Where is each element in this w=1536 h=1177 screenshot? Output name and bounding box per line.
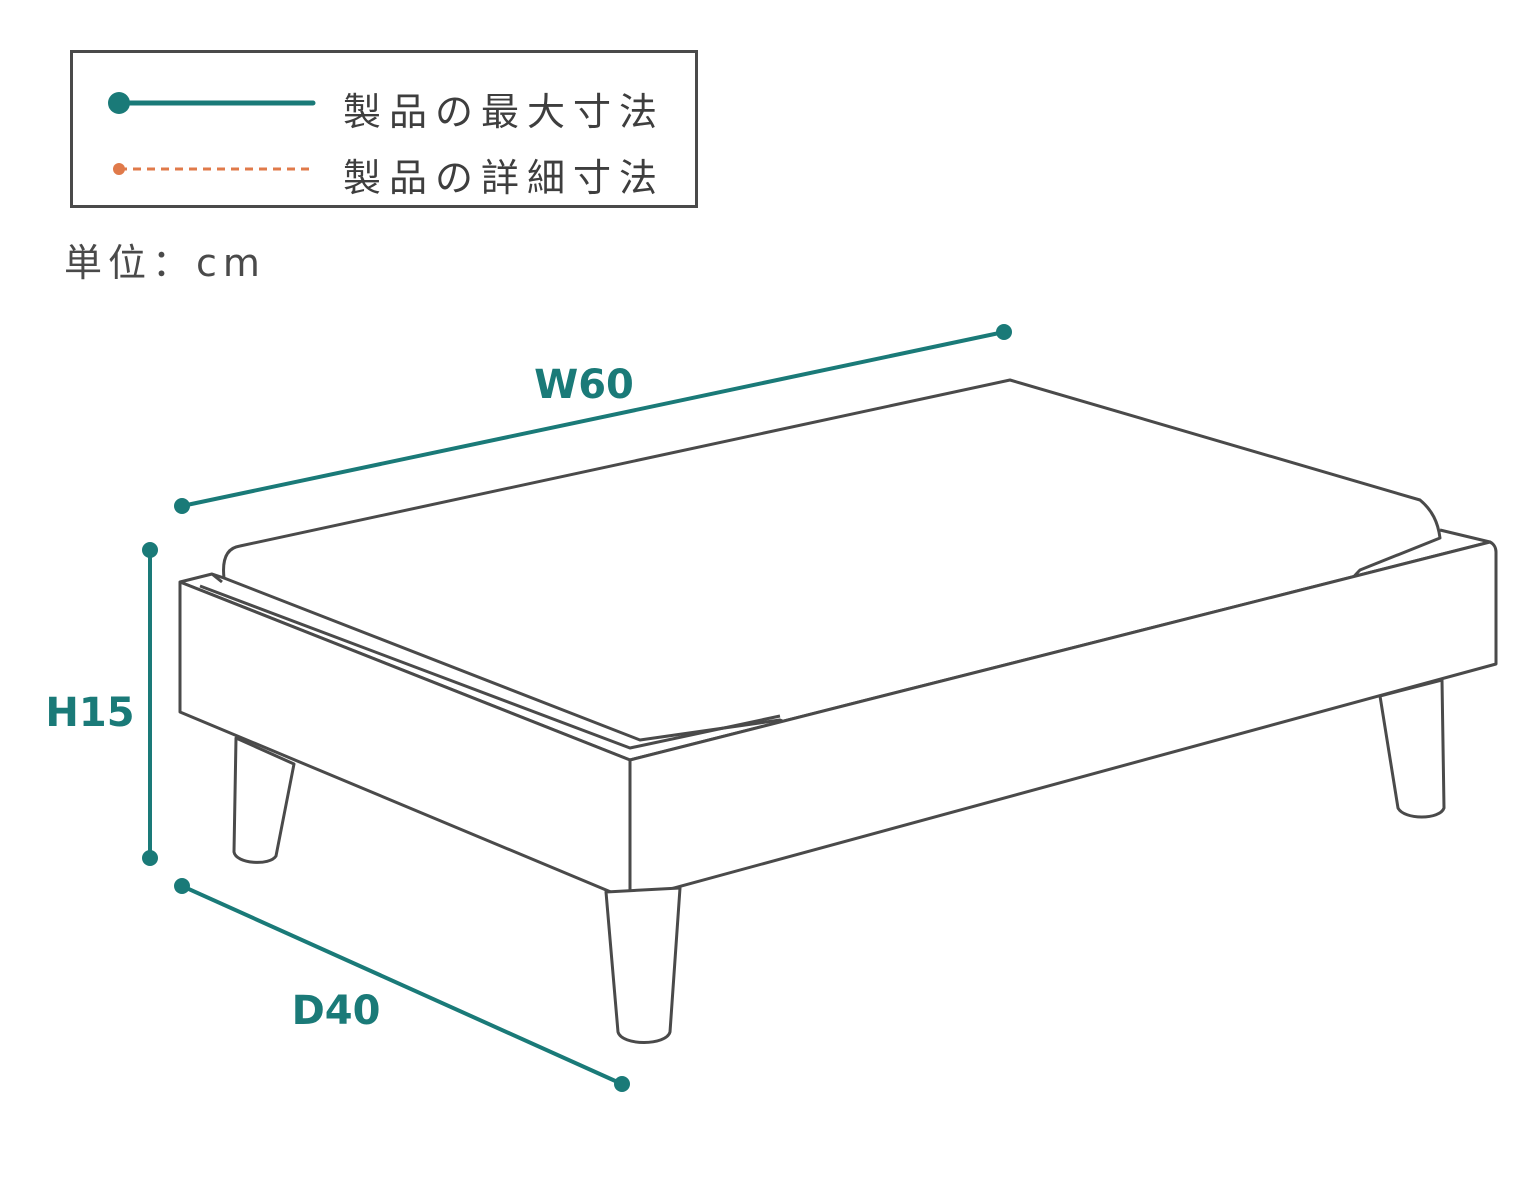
height-dimension-label: H15 <box>45 690 134 736</box>
detail-dimension-line-icon <box>113 163 313 175</box>
legs <box>232 678 1446 1044</box>
max-dimension-line-icon <box>108 92 316 114</box>
legend-label-detail-dimension: 製品の詳細寸法 <box>343 156 666 200</box>
height-dimension: H15 <box>45 542 158 866</box>
leg-back-right <box>1378 678 1446 819</box>
depth-dimension-label: D40 <box>292 988 381 1034</box>
legend-label-max-dimension: 製品の最大寸法 <box>343 90 666 134</box>
legend-row-max-dimension: 製品の最大寸法 <box>73 73 695 134</box>
legend-box: 製品の最大寸法 製品の詳細寸法 <box>70 50 698 208</box>
legend-row-detail-dimension: 製品の詳細寸法 <box>73 139 695 200</box>
leg-front <box>604 886 682 1044</box>
unit-label: 単位：cm <box>64 241 266 285</box>
width-dimension-label: W60 <box>534 362 634 408</box>
depth-dimension: D40 <box>174 878 630 1092</box>
width-dimension: W60 <box>174 324 1012 514</box>
leg-back-left <box>232 736 296 864</box>
